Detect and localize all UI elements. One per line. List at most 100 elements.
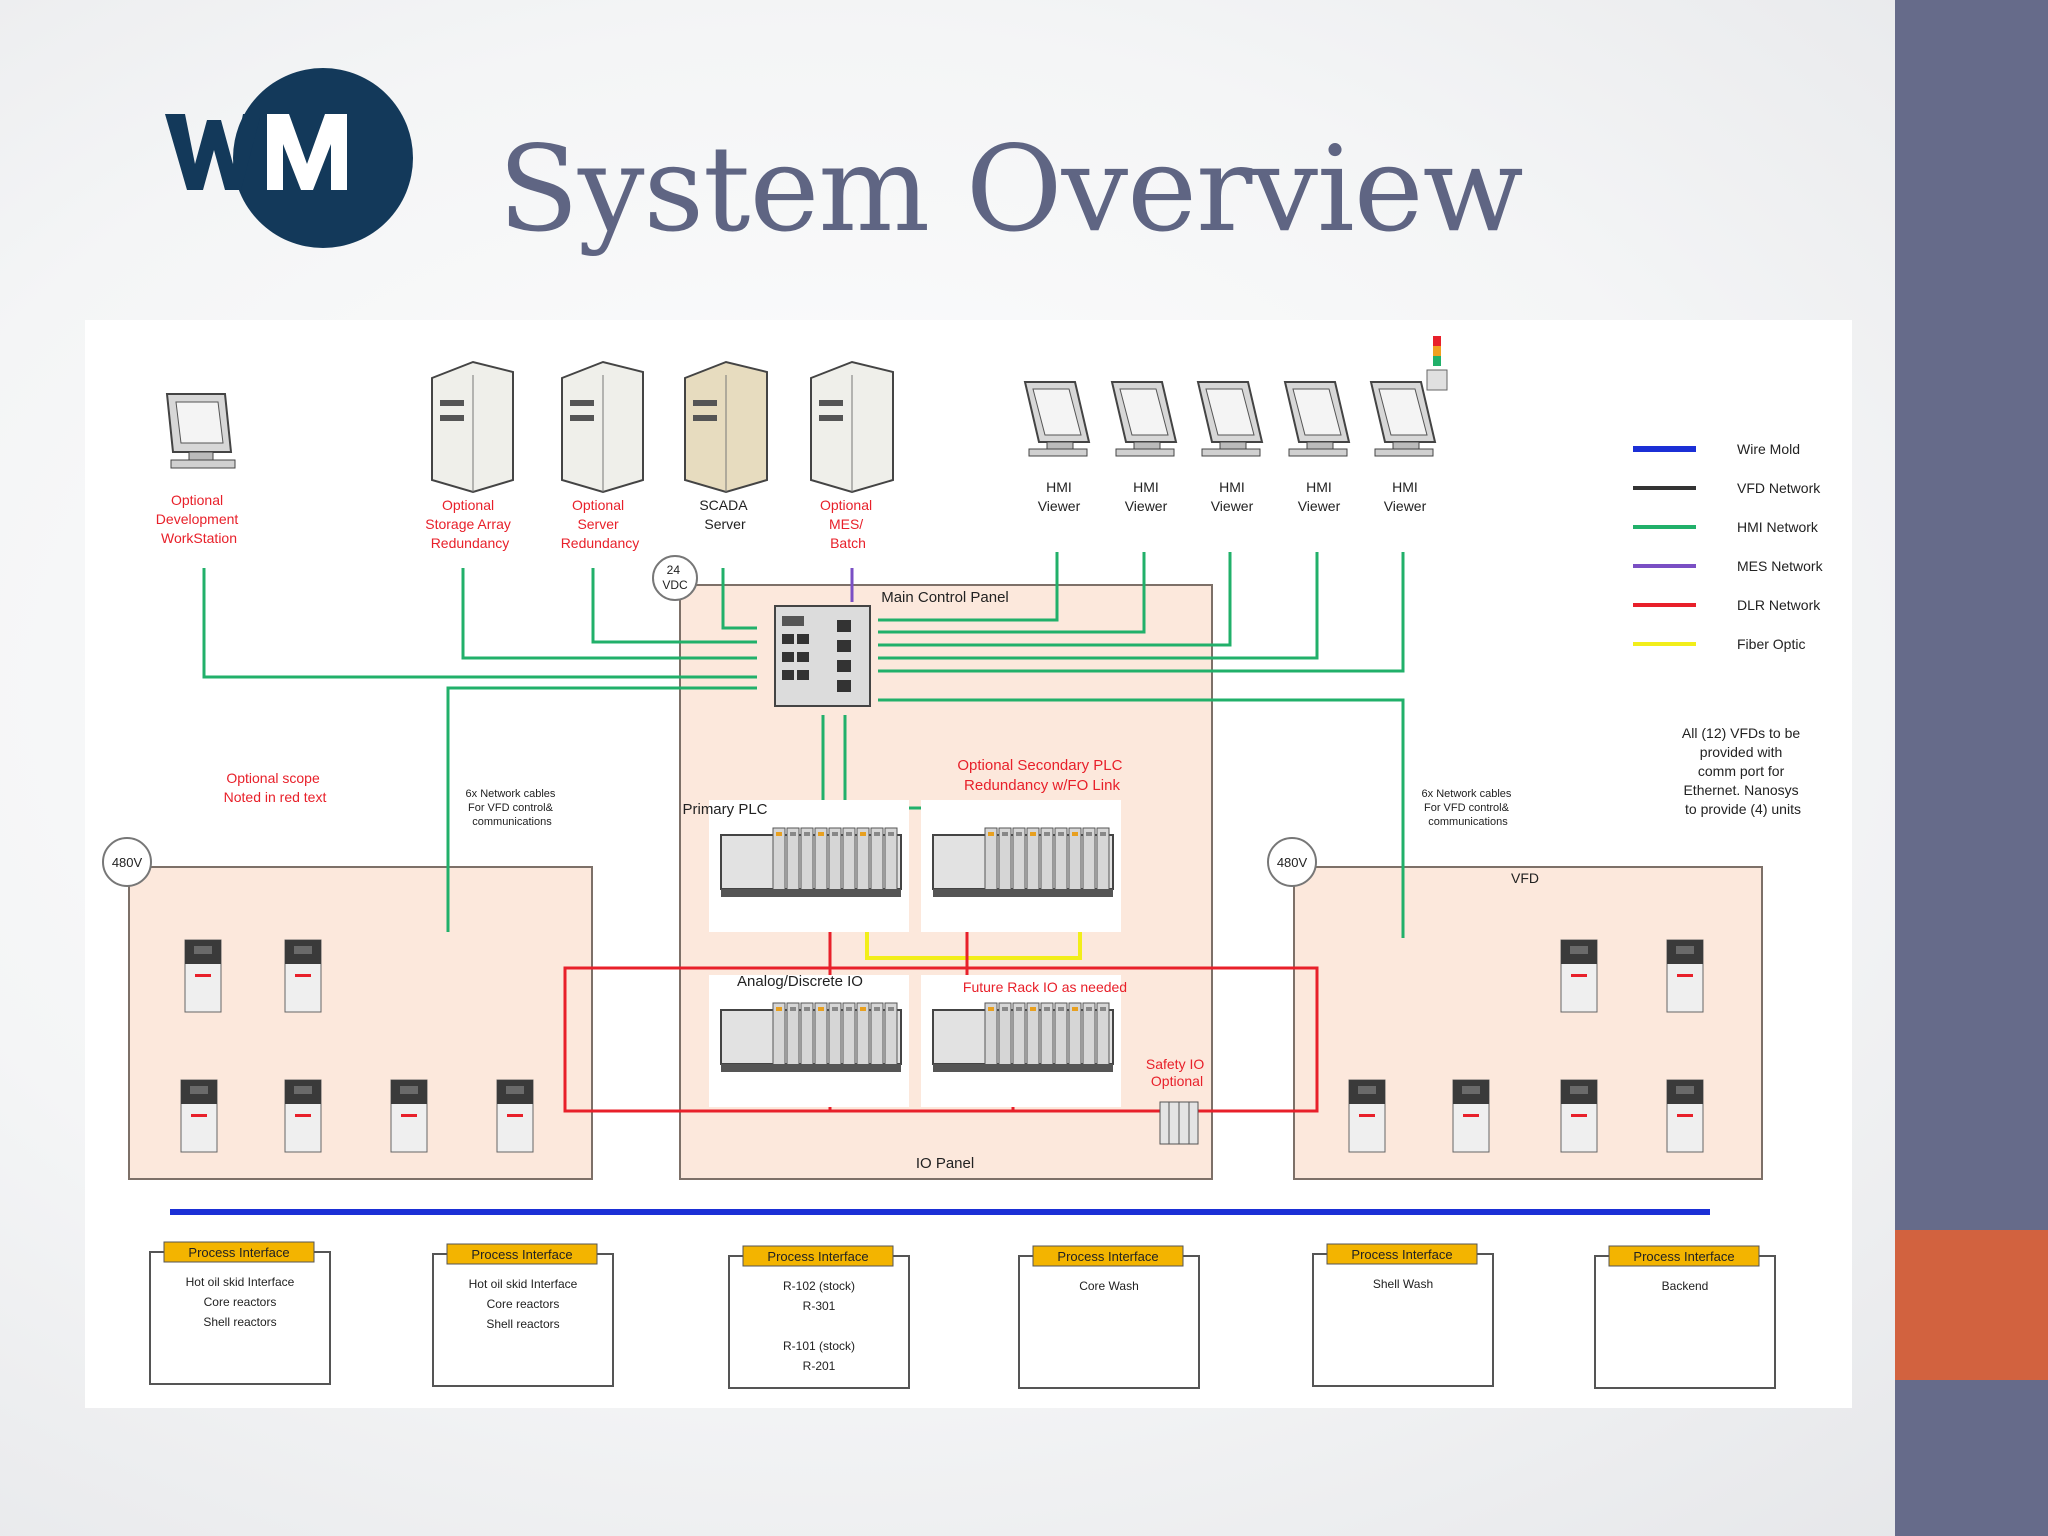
stack-light-icon [1426, 336, 1448, 391]
accent-block [1895, 1230, 2048, 1380]
process-interface-line: Core reactors [204, 1295, 277, 1309]
hmi-network-lines [202, 552, 1405, 938]
server-redundancy-label: Optional Server Redundancy [561, 497, 640, 551]
process-interface-header: Process Interface [1057, 1249, 1158, 1264]
storage-server-icon [431, 360, 514, 494]
plc-rack [921, 975, 1121, 1107]
legend-label: HMI Network [1737, 519, 1819, 535]
vdc-badge [652, 555, 698, 601]
process-interface-line: Hot oil skid Interface [186, 1275, 295, 1289]
main-control-panel-label: Main Control Panel [881, 589, 1009, 606]
scada-server-label: SCADA Server [699, 497, 750, 532]
process-interface-line: Shell Wash [1373, 1277, 1433, 1291]
vfd-note: All (12) VFDs to be provided with comm p… [1682, 725, 1804, 817]
process-interface-line: Shell reactors [203, 1315, 276, 1329]
system-diagram: Main Control Panel IO Panel VFD [85, 320, 1852, 1408]
legend-label: Wire Mold [1737, 441, 1800, 457]
safety-io-module-icon [1159, 1101, 1199, 1145]
process-interface-line: Backend [1662, 1279, 1709, 1293]
vfd-drive-icon [1560, 939, 1598, 1013]
process-interface-header: Process Interface [1633, 1249, 1734, 1264]
wm-logo [165, 68, 413, 248]
network-cables-right-note: 6x Network cables For VFD control& commu… [1422, 788, 1515, 828]
process-interface-header: Process Interface [1351, 1247, 1452, 1262]
mes-server-icon [810, 360, 894, 494]
right-480v-badge [1267, 837, 1317, 887]
process-interface-line: R-101 (stock) [783, 1339, 855, 1353]
legend-label: MES Network [1737, 558, 1824, 574]
process-interface-line: Core Wash [1079, 1279, 1139, 1293]
safety-io-label: Safety IO Optional [1146, 1056, 1208, 1089]
optional-scope-note: Optional scope Noted in red text [224, 770, 327, 805]
workstation-label: Optional Development WorkStation [156, 492, 242, 546]
process-interface-line: Core reactors [487, 1297, 560, 1311]
process-interface-line: Hot oil skid Interface [469, 1277, 578, 1291]
vfd-drive-icon [184, 939, 222, 1013]
primary-plc-label: Primary PLC [682, 801, 767, 818]
io-panel-label: IO Panel [916, 1155, 974, 1172]
process-interface-header: Process Interface [188, 1245, 289, 1260]
legend-label: VFD Network [1737, 480, 1821, 496]
left-480v-badge [102, 837, 152, 887]
process-interface-header: Process Interface [471, 1247, 572, 1262]
network-cables-left-note: 6x Network cables For VFD control& commu… [466, 788, 559, 828]
slide-title: System Overview [498, 120, 1524, 258]
vfd-drives [180, 939, 1704, 1153]
legend-label: DLR Network [1737, 597, 1821, 613]
analog-io-label: Analog/Discrete IO [737, 973, 863, 990]
vfd-drive-icon [390, 1079, 428, 1153]
fiber-optic-link [865, 932, 1082, 960]
future-rack-label: Future Rack IO as needed [963, 979, 1127, 995]
logo-letter-m [267, 114, 347, 190]
process-interface-line: R-102 (stock) [783, 1279, 855, 1293]
scada-server-icon [684, 360, 768, 494]
process-interface-line: Shell reactors [486, 1317, 559, 1331]
vfd-drive-icon [1560, 1079, 1598, 1153]
legend-label: Fiber Optic [1737, 636, 1805, 652]
logo-letter-w [165, 114, 261, 190]
plc-rack [709, 800, 909, 932]
server-redundancy-icon [561, 360, 644, 494]
mes-batch-label: Optional MES/ Batch [820, 497, 876, 551]
process-interface-line: R-201 [803, 1359, 836, 1373]
vfd-drive-icon [1666, 1079, 1704, 1153]
workstation-icon [165, 393, 236, 469]
left-480v-label: 480V [112, 855, 143, 870]
vfd-drive-icon [284, 1079, 322, 1153]
secondary-plc-label: Optional Secondary PLC Redundancy w/FO L… [957, 757, 1126, 794]
plc-rack [709, 975, 909, 1107]
plc-racks [709, 800, 1121, 1107]
vdc-badge-label: 24 VDC [662, 563, 688, 592]
vfd-panel-label: VFD [1511, 870, 1539, 886]
vfd-drive-icon [1348, 1079, 1386, 1153]
network-switch-icon [774, 605, 871, 707]
vfd-drive-icon [284, 939, 322, 1013]
process-interface-line: R-301 [803, 1299, 836, 1313]
right-480v-label: 480V [1277, 855, 1308, 870]
plc-rack [921, 800, 1121, 932]
vfd-drive-icon [496, 1079, 534, 1153]
process-interface-header: Process Interface [767, 1249, 868, 1264]
vfd-drive-icon [180, 1079, 218, 1153]
vfd-drive-icon [1452, 1079, 1490, 1153]
